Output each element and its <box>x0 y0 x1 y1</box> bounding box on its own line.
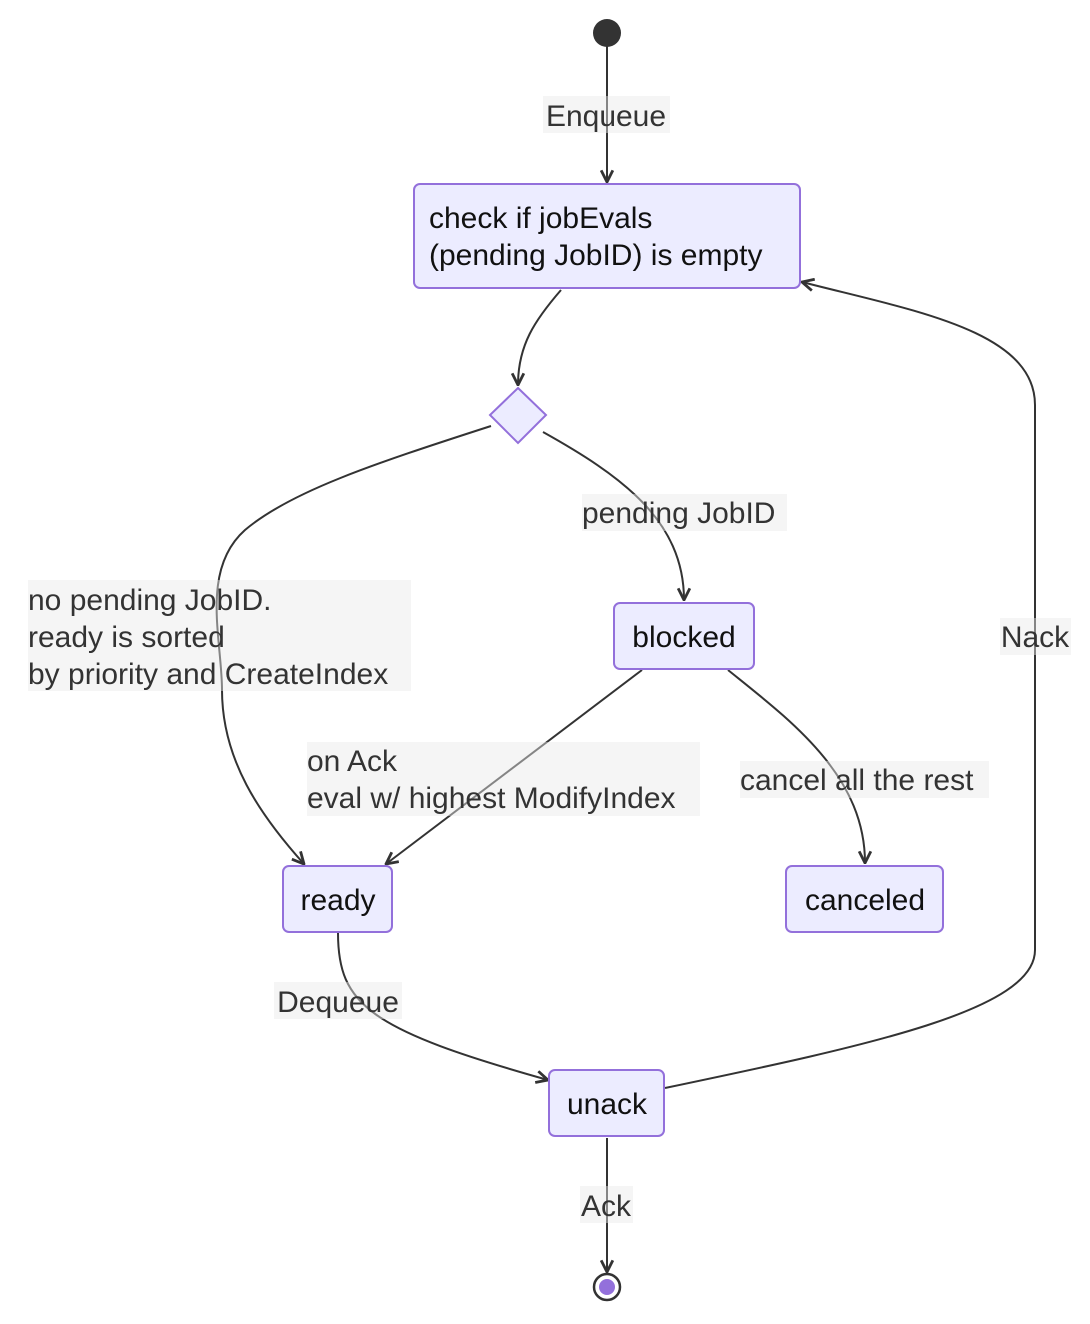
state-unack[interactable]: unack <box>548 1069 665 1137</box>
state-blocked-label: blocked <box>632 621 735 654</box>
label-dequeue: Dequeue <box>274 982 402 1019</box>
label-cancel: cancel all the rest <box>740 761 989 798</box>
label-on-ack: on Ack eval w/ highest ModifyIndex <box>307 742 700 816</box>
label-pending: pending JobID <box>582 494 787 531</box>
choice-diamond <box>488 386 548 445</box>
edge-nack <box>664 282 1036 1089</box>
edge-cancel <box>727 669 865 863</box>
label-no-pending-line3: by priority and CreateIndex <box>28 658 388 691</box>
edge-pending <box>542 431 684 600</box>
label-dequeue-text: Dequeue <box>277 986 399 1019</box>
state-ready-label: ready <box>300 884 375 917</box>
label-ack: Ack <box>580 1186 633 1223</box>
label-pending-text: pending JobID <box>582 497 775 530</box>
label-on-ack-line1: on Ack <box>307 745 398 778</box>
state-ready[interactable]: ready <box>282 865 393 933</box>
start-state <box>593 19 621 47</box>
label-no-pending: no pending JobID. ready is sorted by pri… <box>28 580 411 691</box>
state-blocked[interactable]: blocked <box>613 602 755 670</box>
state-check-line2: (pending JobID) is empty <box>429 239 763 272</box>
edge-no-pending <box>215 425 492 864</box>
label-enqueue: Enqueue <box>543 96 670 133</box>
label-enqueue-text: Enqueue <box>546 100 666 133</box>
label-no-pending-line2: ready is sorted <box>28 621 225 654</box>
label-no-pending-line1: no pending JobID. <box>28 584 272 617</box>
label-cancel-text: cancel all the rest <box>740 764 974 797</box>
edge-check-to-choice <box>518 289 562 385</box>
state-canceled[interactable]: canceled <box>785 865 944 933</box>
state-canceled-label: canceled <box>805 884 925 917</box>
edge-on-ack <box>386 669 643 864</box>
state-unack-label: unack <box>567 1088 648 1121</box>
label-ack-text: Ack <box>581 1190 632 1223</box>
end-state <box>592 1272 622 1302</box>
label-nack-text: Nack <box>1001 621 1070 654</box>
state-check-line1: check if jobEvals <box>429 202 652 235</box>
label-on-ack-line2: eval w/ highest ModifyIndex <box>307 782 676 815</box>
edge-dequeue <box>337 932 548 1080</box>
state-check[interactable]: check if jobEvals (pending JobID) is emp… <box>413 183 801 289</box>
label-nack: Nack <box>1000 618 1071 655</box>
